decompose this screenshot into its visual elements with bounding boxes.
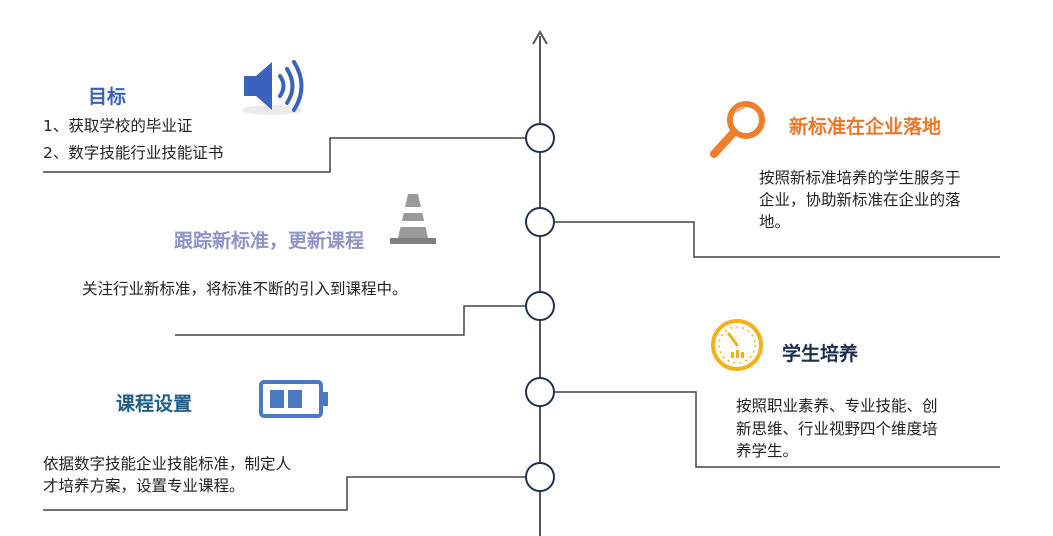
enterprise-landing-line-1: 按照新标准培养的学生服务于 bbox=[759, 169, 961, 187]
connector-right-2 bbox=[554, 391, 1000, 468]
course-setup-title: 课程设置 bbox=[116, 393, 193, 415]
gauge-icon bbox=[711, 319, 763, 371]
connector-left-2 bbox=[175, 305, 526, 336]
connector-left-3 bbox=[43, 476, 526, 511]
enterprise-landing-line-3: 地。 bbox=[759, 213, 791, 231]
timeline-node-4 bbox=[525, 377, 555, 407]
connector-right-1 bbox=[554, 221, 1000, 258]
goal-title: 目标 bbox=[88, 86, 127, 108]
speaker-icon bbox=[242, 60, 304, 115]
magnifier-icon bbox=[710, 101, 765, 158]
student-training-line-1: 按照职业素养、专业技能、创 bbox=[736, 397, 938, 415]
course-setup-line-1: 依据数字技能企业技能标准，制定人 bbox=[43, 455, 292, 473]
goal-line-1: 1、获取学校的毕业证 bbox=[43, 117, 193, 135]
track-standards-title: 跟踪新标准，更新课程 bbox=[174, 230, 365, 252]
goal-line-2: 2、数字技能行业技能证书 bbox=[43, 144, 224, 162]
enterprise-landing-title: 新标准在企业落地 bbox=[789, 116, 942, 138]
course-setup-line-2: 才培养方案，设置专业课程。 bbox=[43, 477, 245, 495]
timeline-node-5 bbox=[525, 462, 555, 492]
student-training-line-3: 养学生。 bbox=[736, 442, 799, 460]
connector-left-1 bbox=[43, 137, 526, 173]
student-training-line-2: 新思维、行业视野四个维度培 bbox=[736, 420, 938, 438]
student-training-title: 学生培养 bbox=[782, 343, 859, 365]
battery-icon bbox=[259, 380, 328, 418]
traffic-cone-icon bbox=[390, 194, 436, 244]
timeline-node-1 bbox=[525, 123, 555, 153]
timeline-arrowhead bbox=[532, 30, 548, 45]
timeline-node-3 bbox=[525, 291, 555, 321]
track-standards-line-1: 关注行业新标准，将标准不断的引入到课程中。 bbox=[82, 280, 408, 298]
enterprise-landing-line-2: 企业，协助新标准在企业的落 bbox=[759, 191, 961, 209]
timeline-node-2 bbox=[525, 207, 555, 237]
